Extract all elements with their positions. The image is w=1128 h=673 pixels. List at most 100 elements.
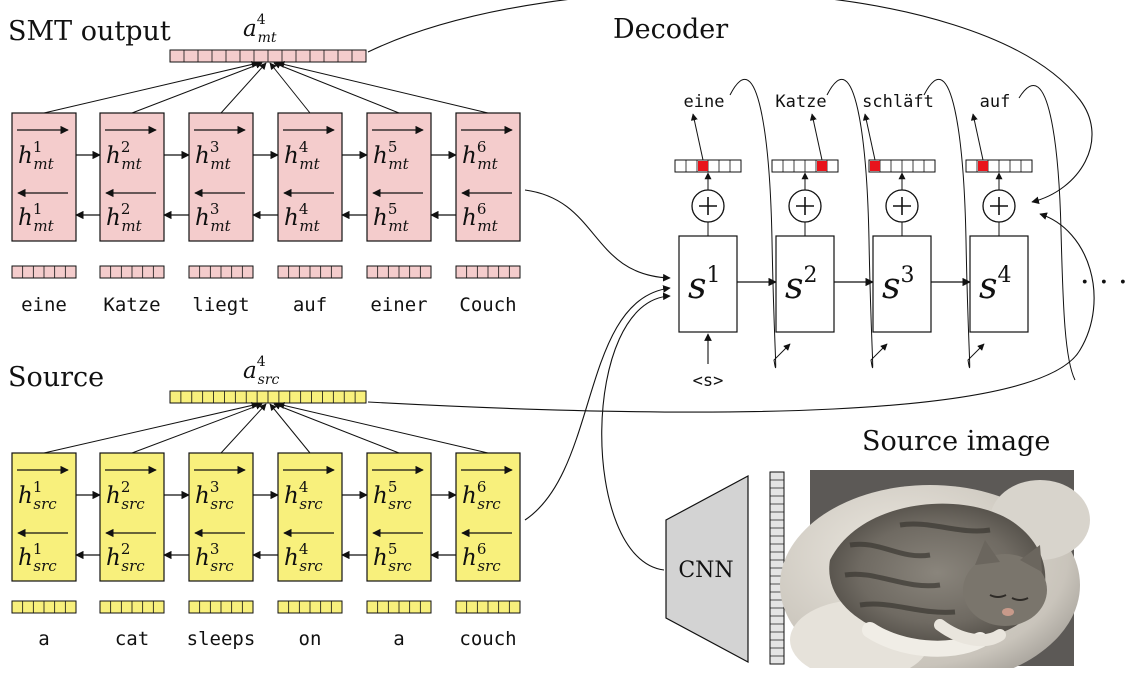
src-embedding-2 — [99, 600, 165, 614]
cnn-to-s1-curve — [601, 292, 671, 571]
smt-token-6: Couch — [459, 294, 516, 316]
output-distribution-3 — [868, 159, 936, 173]
cnn-label: CNN — [678, 558, 733, 583]
output-distribution-1 — [674, 159, 742, 173]
cat-photo — [780, 470, 1090, 673]
decoder-output-2: Katze — [775, 92, 826, 112]
src-to-s1-curve — [524, 285, 671, 521]
src-token-2: cat — [115, 628, 149, 650]
decoder-state-label-1: s1 — [688, 263, 720, 307]
source-title: Source — [8, 362, 104, 393]
src-attention-vector — [169, 390, 367, 404]
source-image-title: Source image — [862, 426, 1050, 457]
source-attention-letter: a — [243, 358, 257, 384]
source-attention-label: a4 src — [243, 354, 280, 388]
src-embedding-3 — [188, 600, 254, 614]
smt-attention-vector — [169, 49, 367, 63]
src-embedding-4 — [277, 600, 343, 614]
decoder-output-3: schläft — [862, 92, 934, 112]
decoder-state-1: s1 — [678, 235, 738, 333]
decoder-state-4: s4 — [969, 235, 1029, 333]
smt-attention-letter: a — [243, 16, 257, 42]
smt-embedding-4 — [277, 265, 343, 279]
decoder-state-3: s3 — [872, 235, 932, 333]
cnn-icon — [665, 474, 749, 664]
smt-to-s1-curve — [524, 189, 671, 282]
output-distribution-4 — [965, 159, 1033, 173]
smt-output-title: SMT output — [8, 16, 171, 47]
plus-icon — [885, 189, 919, 223]
smt-attention-sup: 4 — [257, 12, 266, 28]
cnn-feature-vector — [769, 471, 785, 665]
connectors — [367, 0, 1095, 571]
smt-token-2: Katze — [103, 294, 160, 316]
decoder-state-2: s2 — [775, 235, 835, 333]
source-attention-sub: src — [258, 372, 280, 388]
smt-embedding-3 — [188, 265, 254, 279]
smt-embedding-6 — [455, 265, 521, 279]
smt-embedding-1 — [11, 265, 77, 279]
plus-icon — [982, 189, 1016, 223]
decoder-title: Decoder — [613, 14, 728, 45]
cnn-block: CNN — [665, 474, 749, 664]
source-attention-sup: 4 — [257, 354, 266, 370]
smt-token-1: eine — [21, 294, 67, 316]
src-embedding-6 — [455, 600, 521, 614]
ellipsis: · · · — [1080, 265, 1128, 300]
src-token-3: sleeps — [187, 628, 256, 650]
decoder-output-1: eine — [684, 92, 725, 112]
decoder-state-label-4: s4 — [979, 263, 1011, 307]
smt-token-4: auf — [293, 294, 327, 316]
smt-context-curve — [367, 0, 1093, 205]
output-distribution-2 — [771, 159, 839, 173]
smt-embedding-5 — [366, 265, 432, 279]
decoder-state-label-2: s2 — [785, 263, 817, 307]
plus-icon — [691, 189, 725, 223]
src-embedding-1 — [11, 600, 77, 614]
smt-embedding-2 — [99, 265, 165, 279]
decoder-state-label-3: s3 — [882, 263, 914, 307]
src-token-6: couch — [459, 628, 516, 650]
src-token-4: on — [299, 628, 322, 650]
plus-icon — [788, 189, 822, 223]
